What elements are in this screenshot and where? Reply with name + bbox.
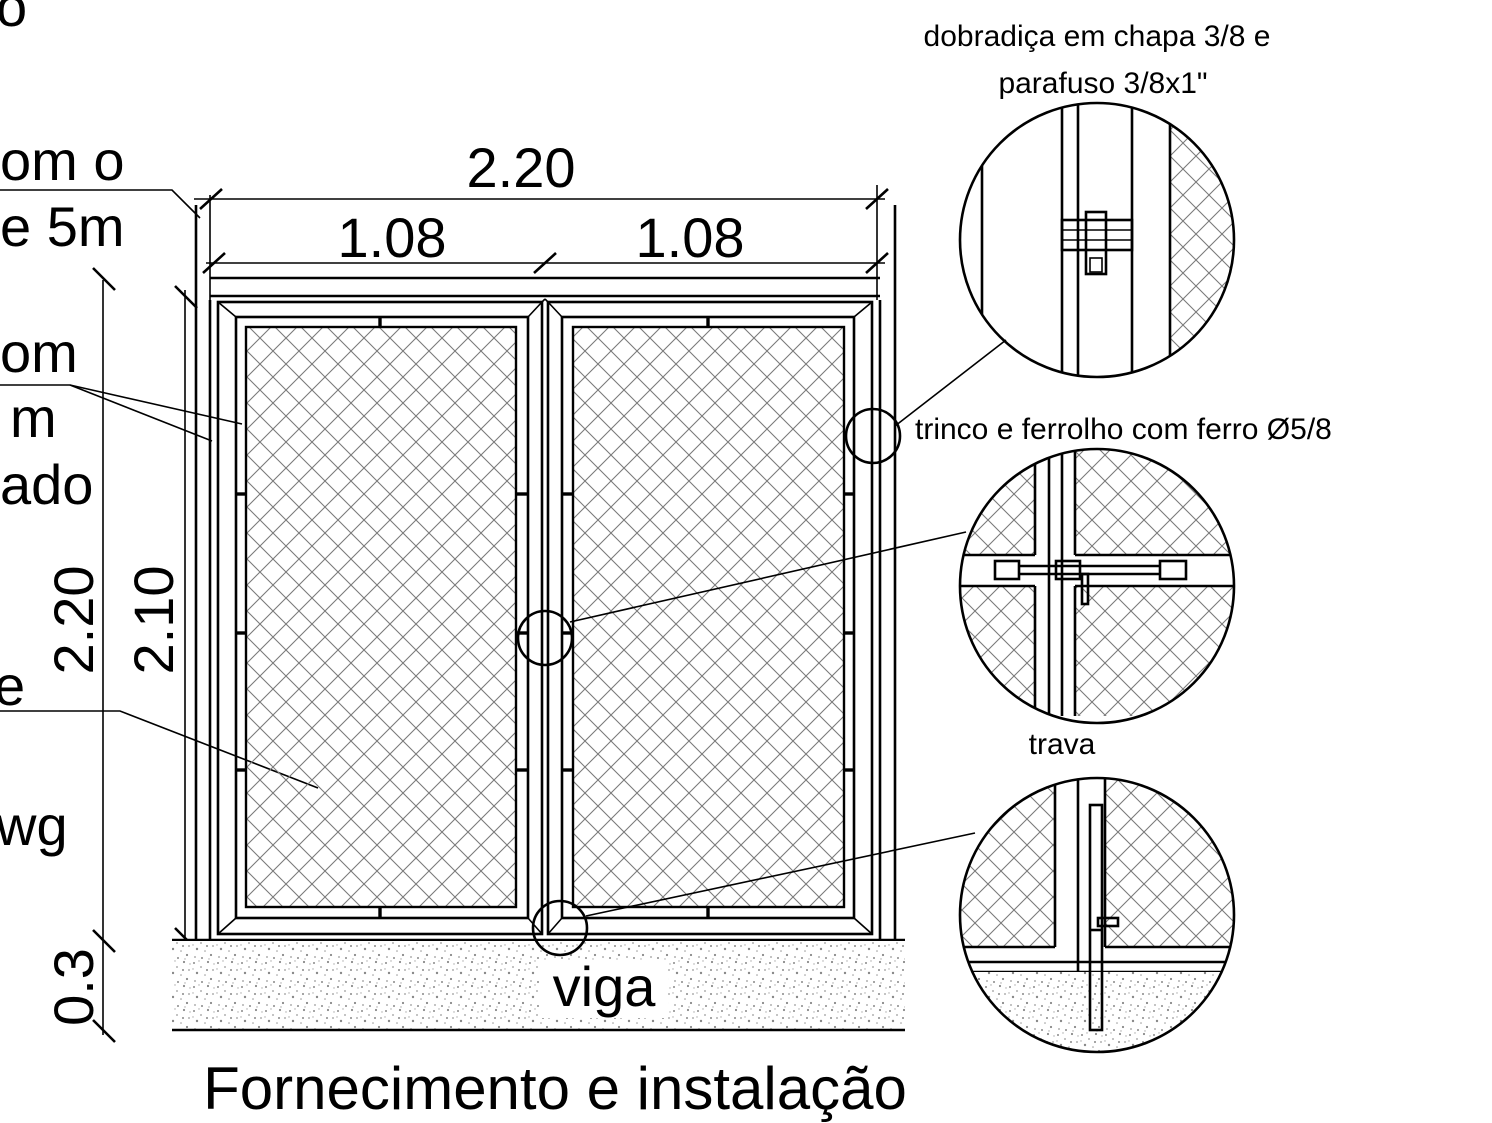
dim-beam-height: 0.3	[42, 948, 105, 1026]
callout-circle-latch	[516, 609, 574, 667]
hinge-label-1: dobradiça em chapa 3/8 e	[924, 20, 1271, 53]
mesh-panel-right	[571, 325, 846, 909]
concrete-beam	[172, 941, 905, 1029]
callout-circle-lock	[531, 899, 589, 957]
left-label-4: om	[0, 321, 78, 384]
drawing-title: Fornecimento e instalação	[203, 1055, 907, 1122]
callout-circle-hinge	[844, 407, 902, 465]
dim-overall-height: 2.20	[42, 566, 105, 675]
beam-label: viga	[553, 955, 657, 1018]
left-label-2: om o	[0, 129, 125, 192]
left-label-6: ado	[0, 453, 93, 516]
dim-tick	[174, 285, 198, 309]
hinge-leader	[894, 339, 1007, 427]
dim-tick	[92, 267, 116, 291]
dim-tick	[92, 1019, 116, 1043]
dim-tick	[533, 252, 557, 274]
dim-tick	[92, 929, 116, 953]
latch-label: trinco e ferrolho com ferro Ø5/8	[915, 413, 1332, 446]
lock-leader	[585, 832, 976, 917]
right-leaf	[546, 300, 874, 936]
left-label-8: wg	[0, 794, 68, 857]
dim-leaf-left: 1.08	[338, 206, 447, 269]
left-leaf	[216, 300, 544, 936]
mesh-panel-left	[244, 325, 518, 909]
lock-label: trava	[1029, 728, 1096, 761]
left-label-5: m	[10, 386, 57, 449]
latch-bolt	[993, 559, 1188, 606]
dimension-lines	[92, 185, 889, 1043]
beam-label-bg	[540, 960, 668, 1018]
gate-elevation	[172, 205, 905, 1032]
dim-tick	[199, 188, 223, 210]
left-label-1: o	[0, 0, 27, 38]
detail-hinge: dobradiça em chapa 3/8 e parafuso 3/8x1"	[894, 20, 1271, 427]
dim-leaf-right: 1.08	[636, 206, 745, 269]
left-labels: o om o e 5m om m ado e wg	[0, 0, 125, 857]
dim-opening-height: 2.10	[122, 566, 185, 675]
latch-leader	[569, 531, 967, 623]
hinge-label-2: parafuso 3/8x1"	[998, 67, 1207, 100]
dimension-texts: 2.20 1.08 1.08 2.20 2.10 0.3	[42, 136, 745, 1026]
dim-overall-width: 2.20	[467, 136, 576, 199]
left-label-3: e 5m	[0, 195, 125, 258]
hinge-plate	[1060, 210, 1134, 276]
lock-rod	[1088, 803, 1120, 1032]
dim-tick	[202, 252, 226, 274]
left-label-7: e	[0, 654, 25, 717]
